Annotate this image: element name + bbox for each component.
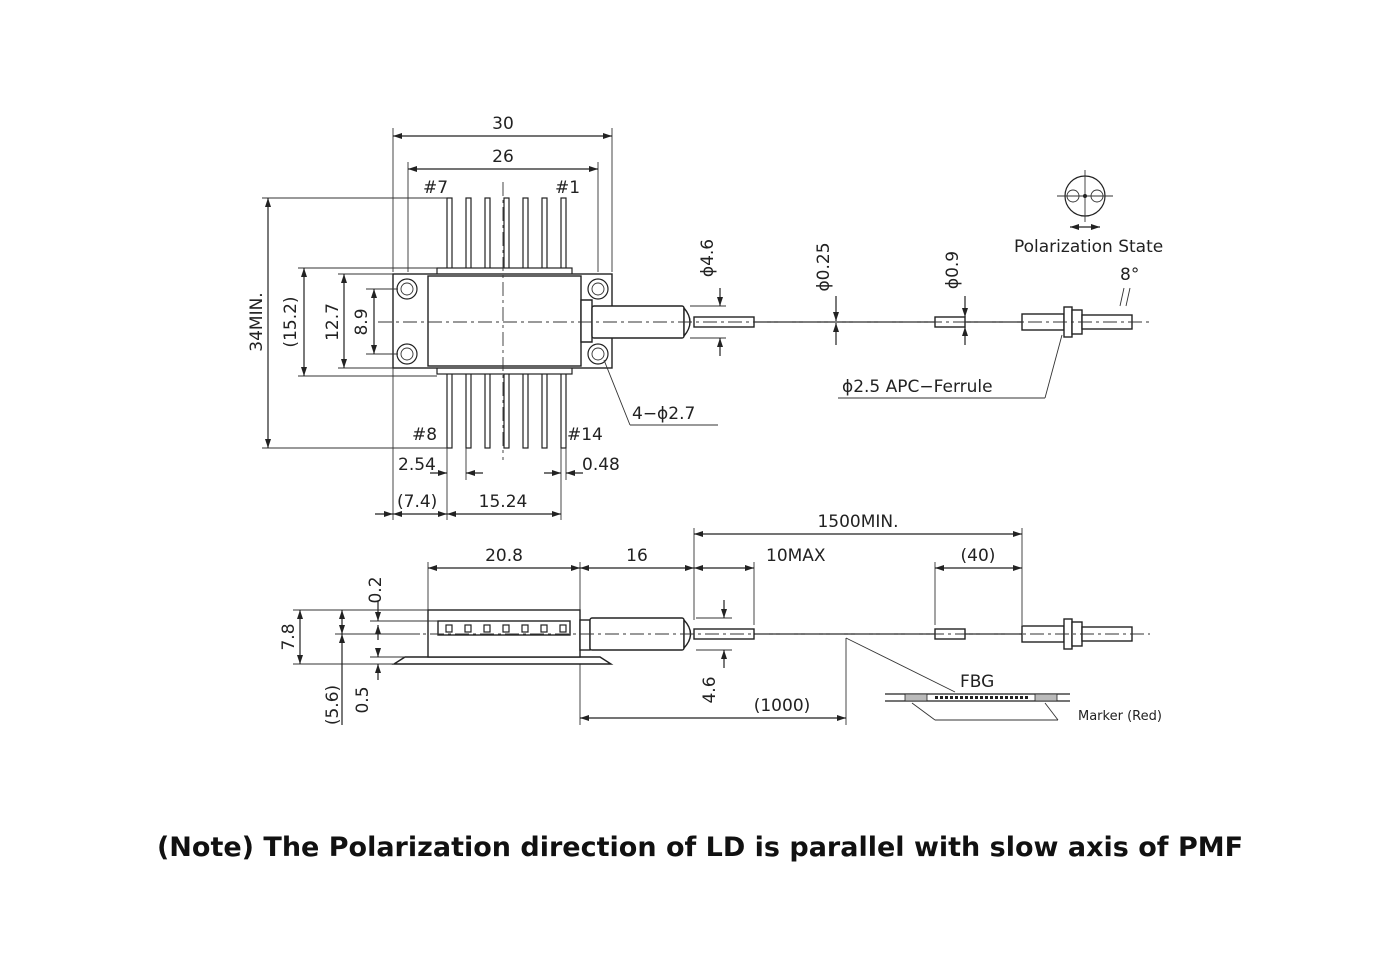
dim-34min-label: 34MIN. (247, 292, 267, 351)
dim-4-6-label: 4.6 (700, 676, 720, 703)
dim-16-label: 16 (626, 546, 648, 566)
dim-1500min-label: 1500MIN. (817, 512, 898, 532)
dim-26-label: 26 (492, 147, 514, 167)
fbg-label: FBG (960, 672, 994, 692)
dim-0-48-label: 0.48 (582, 455, 620, 475)
angle-8-label: 8° (1120, 265, 1139, 285)
dim-7-4-label: (7.4) (397, 492, 437, 512)
pin-1-label: #1 (555, 178, 580, 198)
dim-20-8-label: 20.8 (485, 546, 523, 566)
dim-12-7-label: 12.7 (323, 303, 343, 341)
dim-0-2-label: 0.2 (366, 576, 386, 603)
dim-5-6-label: (5.6) (323, 685, 343, 725)
dim-10max-label: 10MAX (766, 546, 826, 566)
top-view: 30 26 #7 #1 (247, 114, 1163, 520)
pin-14-label: #14 (567, 425, 603, 445)
side-pins (445, 624, 567, 633)
dim-phi-0-25-label: ϕ0.25 (814, 242, 834, 291)
dim-40-label: (40) (961, 546, 996, 566)
dim-phi-0-9-label: ϕ0.9 (943, 251, 963, 289)
dim-phi-4-6-label: ϕ4.6 (698, 239, 718, 277)
side-base-plate (391, 656, 614, 665)
side-view: 1500MIN. 20.8 16 10MAX (40) (279, 512, 1162, 725)
holes-label: 4−ϕ2.7 (632, 404, 695, 424)
dim-8-9-label: 8.9 (352, 308, 372, 335)
dim-15-2-label: (15.2) (281, 296, 301, 347)
marker-label: Marker (Red) (1078, 709, 1162, 724)
polarization-note: (Note) The Polarization direction of LD … (156, 832, 1244, 863)
dim-1000-label: (1000) (754, 696, 811, 716)
polarization-symbol (1057, 170, 1113, 230)
polarization-state-label: Polarization State (1014, 237, 1163, 257)
dim-30-label: 30 (492, 114, 514, 134)
package-body (427, 275, 582, 367)
dim-0-5-label: 0.5 (353, 686, 373, 713)
dim-15-24-label: 15.24 (479, 492, 528, 512)
top-pins (446, 197, 567, 277)
dim-2-54-label: 2.54 (398, 455, 436, 475)
pin-7-label: #7 (423, 178, 448, 198)
ferrule-label: ϕ2.5 APC−Ferrule (842, 377, 993, 397)
pin-8-label: #8 (412, 425, 437, 445)
bottom-pins (446, 365, 567, 449)
fbg-detail (885, 693, 1070, 702)
dim-7-8-label: 7.8 (279, 623, 299, 650)
